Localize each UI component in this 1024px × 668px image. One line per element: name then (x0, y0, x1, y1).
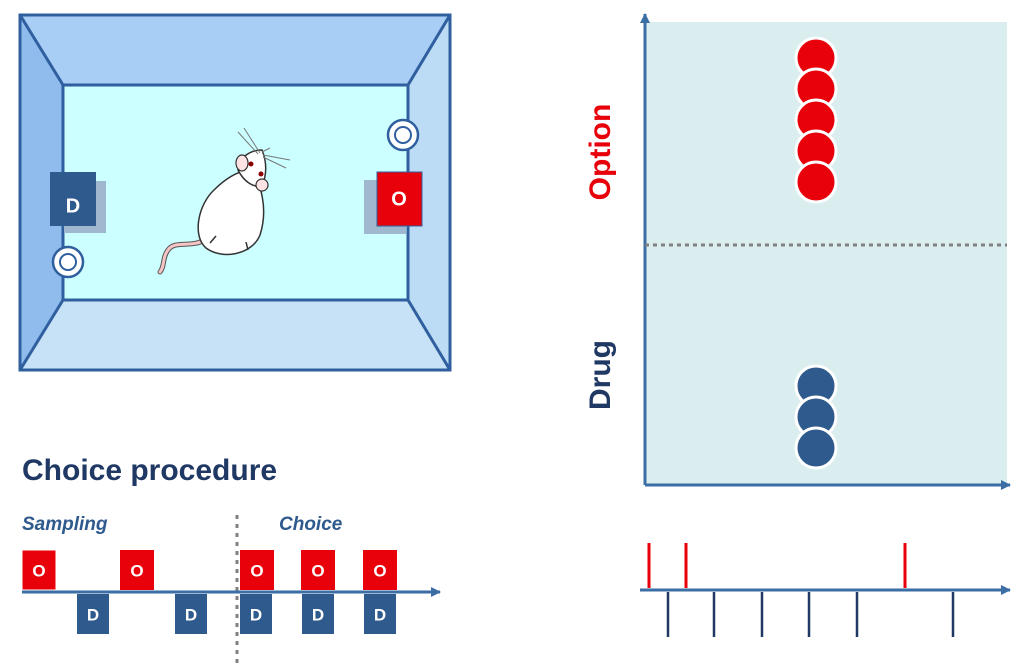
cage-wall-bottom (20, 300, 450, 370)
choice-chart: Option Drug (584, 13, 1011, 490)
svg-text:D: D (312, 605, 324, 624)
option-lever-label: O (391, 188, 407, 210)
trial-drug-2: D (175, 594, 207, 634)
cage-frame (18, 13, 452, 372)
drug-choice-stack (794, 364, 838, 470)
trial-option-4: O (301, 550, 335, 590)
option-choice-marker (794, 160, 838, 204)
svg-text:D: D (185, 605, 197, 624)
cage-wall-right (408, 15, 450, 370)
svg-text:O: O (373, 561, 386, 580)
option-lever: O (364, 171, 423, 234)
sampling-label: Sampling (22, 514, 108, 535)
rat-illustration (157, 127, 291, 275)
event-ticks (647, 543, 955, 637)
cue-light-left (51, 245, 85, 279)
event-record (640, 543, 1011, 637)
trial-drug-1: D (77, 594, 109, 634)
svg-text:O: O (311, 561, 324, 580)
choice-label: Choice (279, 514, 343, 535)
trial-option-3: O (240, 550, 274, 590)
cage-wall-left (20, 15, 63, 370)
procedure-title: Choice procedure (22, 454, 277, 487)
choice-procedure: Choice procedure Sampling Choice O O O O… (21, 454, 441, 668)
trial-option-1: O (21, 549, 57, 591)
trial-option-5: O (363, 550, 397, 590)
drug-lever: D (50, 172, 106, 233)
svg-text:D: D (374, 605, 386, 624)
svg-text:O: O (32, 561, 45, 580)
operant-cage: D O (18, 13, 452, 372)
cue-light-right (386, 118, 420, 152)
trial-drug-4: D (302, 594, 334, 634)
svg-text:O: O (130, 561, 143, 580)
svg-text:D: D (250, 605, 262, 624)
drug-axis-label: Drug (584, 340, 617, 410)
svg-text:D: D (87, 605, 99, 624)
trial-drug-3: D (240, 594, 272, 634)
trial-drug-5: D (364, 594, 396, 634)
trial-option-2: O (120, 550, 154, 590)
cage-wall-top (20, 15, 450, 85)
option-axis-label: Option (584, 104, 617, 201)
option-choice-stack (794, 36, 838, 204)
drug-lever-label: D (66, 195, 80, 217)
drug-choice-marker (794, 426, 838, 470)
svg-text:O: O (250, 561, 263, 580)
